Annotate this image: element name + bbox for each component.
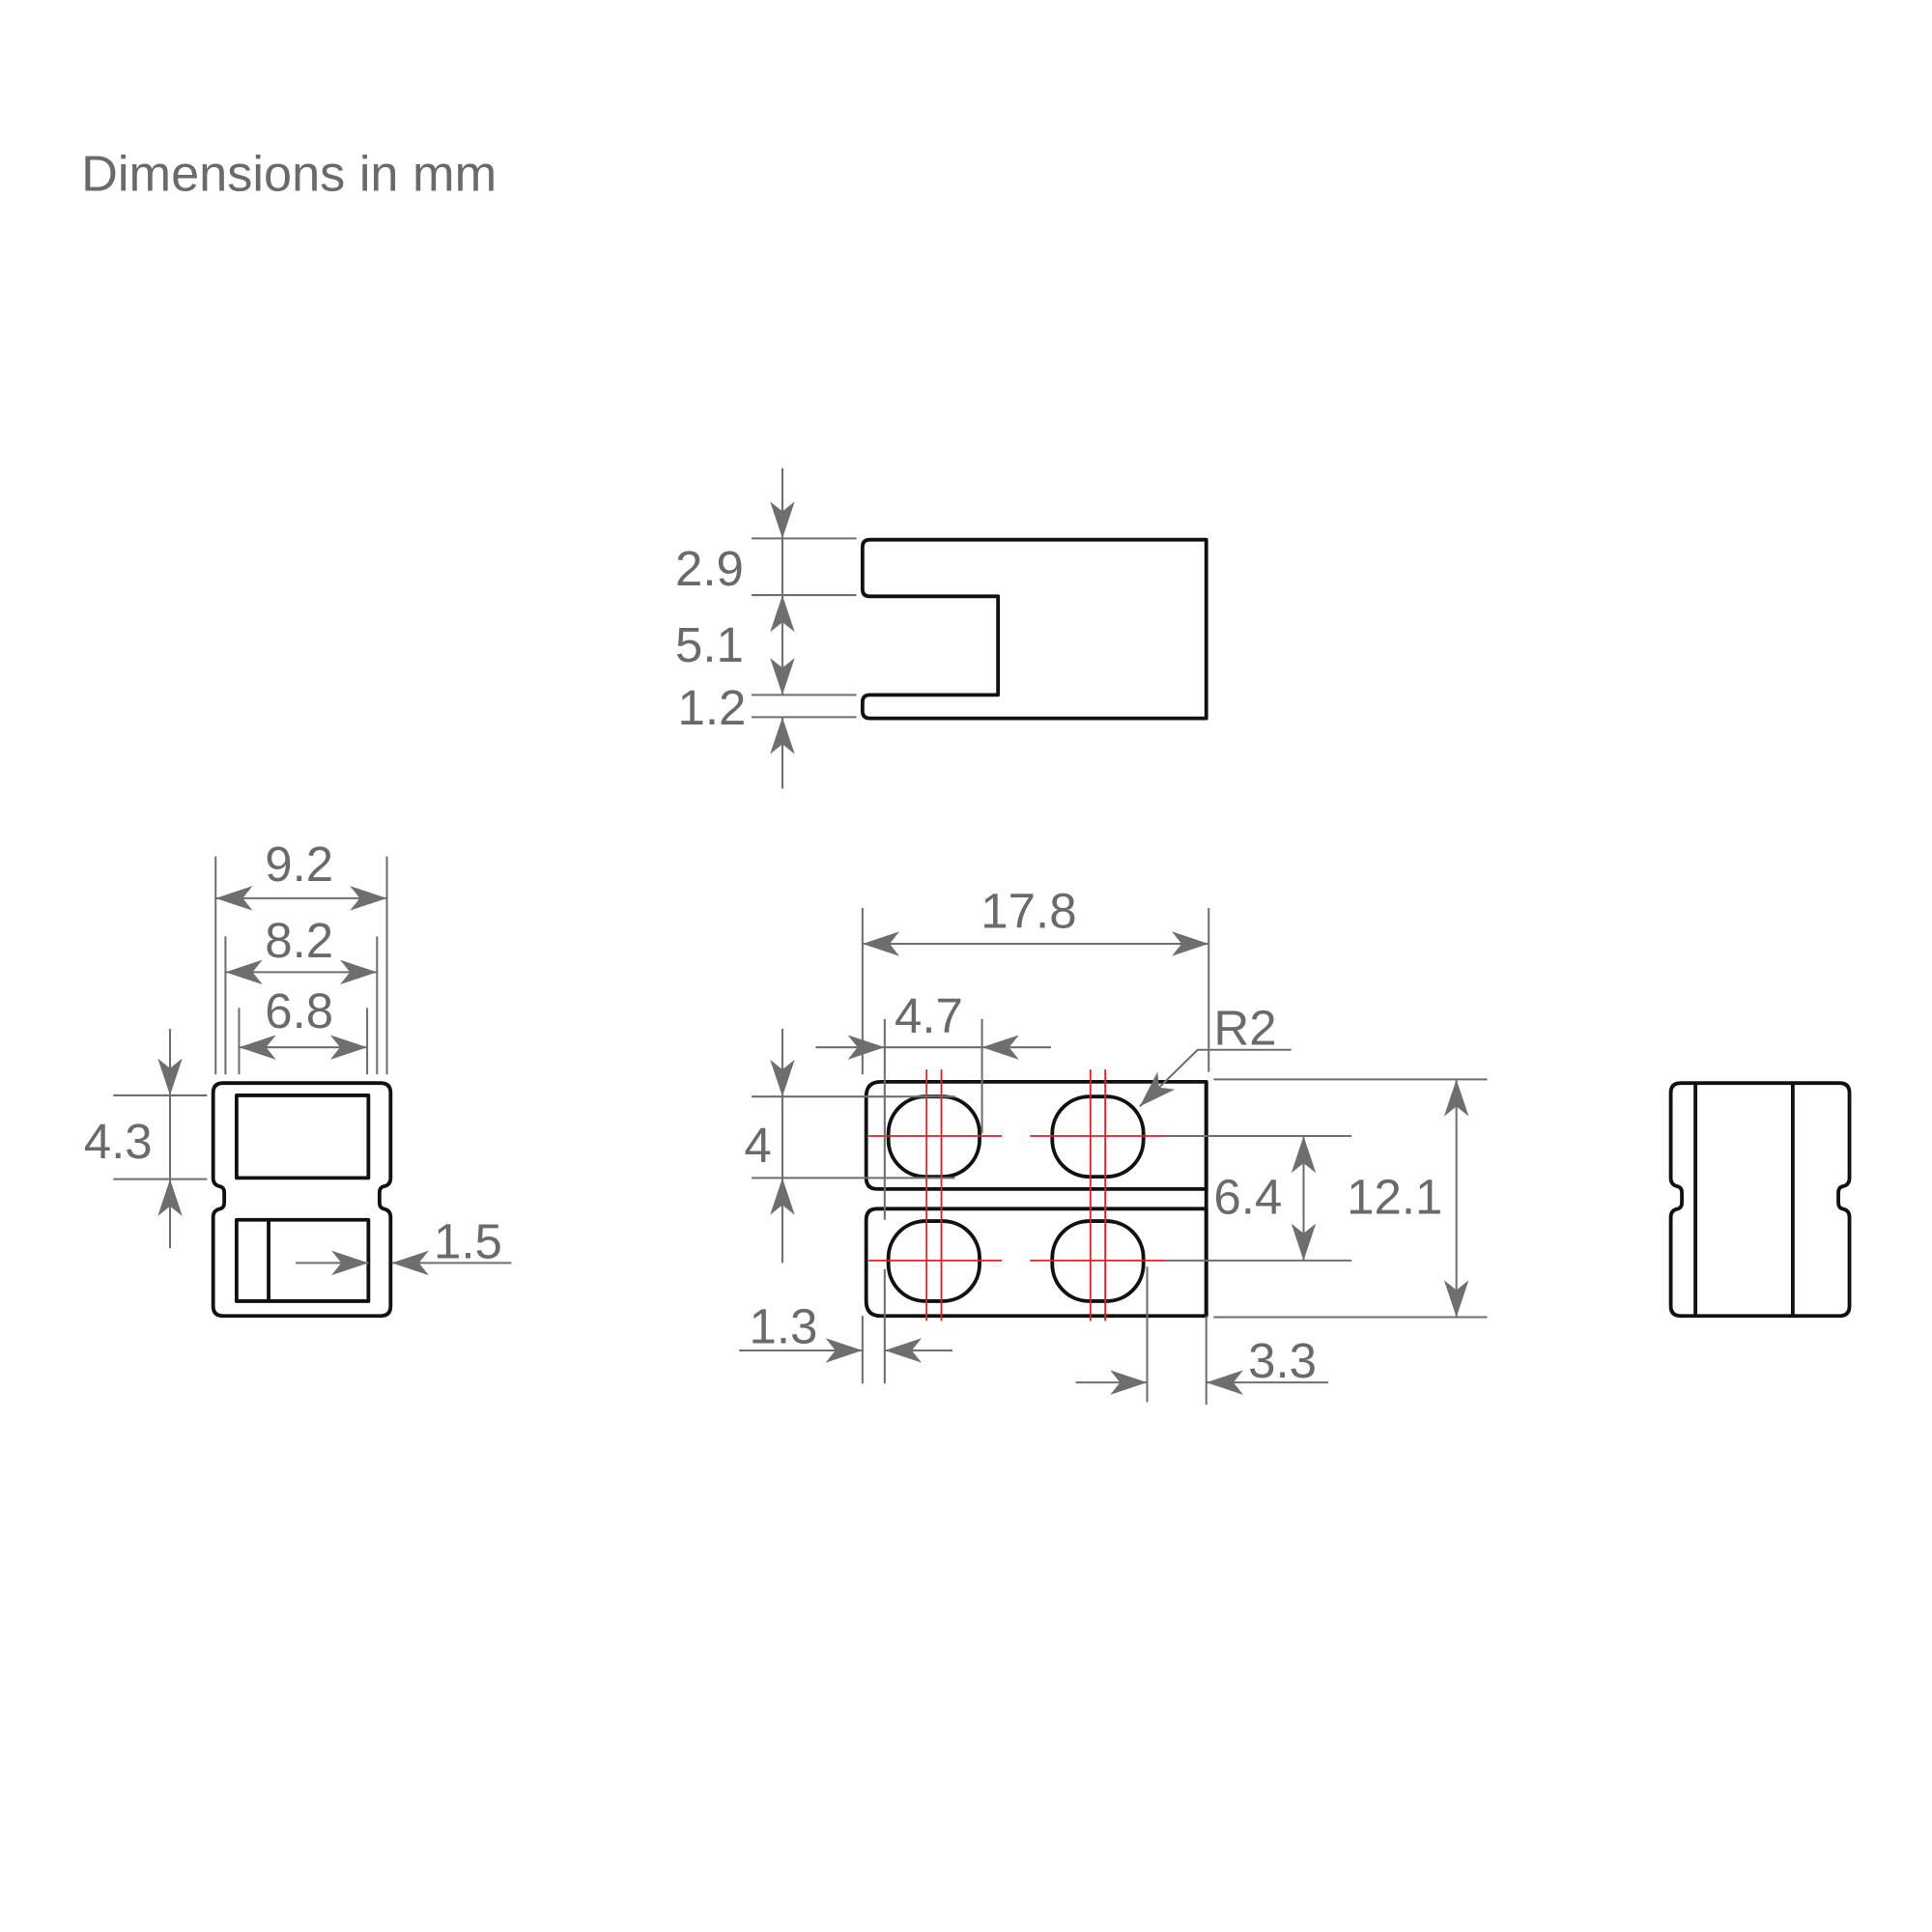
dim-label-4: 4 xyxy=(744,1118,771,1173)
dim-label-6-4: 6.4 xyxy=(1213,1169,1282,1224)
dim-label-1-2: 1.2 xyxy=(678,680,747,735)
dim-label-r2: R2 xyxy=(1213,1001,1276,1056)
left-view-outline xyxy=(211,1081,393,1319)
left-view: 9.2 8.2 6.8 4.3 1.5 xyxy=(84,837,512,1319)
page-title: Dimensions in mm xyxy=(81,147,497,203)
dim-label-12-1: 12.1 xyxy=(1347,1169,1442,1224)
right-view xyxy=(1668,1081,1852,1319)
dim-label-6-8: 6.8 xyxy=(265,983,333,1038)
hole-centerlines xyxy=(868,1069,1166,1321)
front-view: 17.8 4.7 R2 4 6.4 12.1 1.3 3.3 xyxy=(739,883,1488,1406)
dim-label-1-3: 1.3 xyxy=(750,1298,818,1353)
dim-label-1-5: 1.5 xyxy=(434,1213,502,1268)
upper-window xyxy=(234,1094,371,1180)
right-view-outline xyxy=(1668,1081,1852,1319)
front-view-lower-block xyxy=(864,1207,1208,1319)
top-view-outline xyxy=(860,537,1208,721)
dim-label-4-3: 4.3 xyxy=(84,1114,153,1169)
dim-label-3-3: 3.3 xyxy=(1248,1333,1317,1388)
dim-label-5-1: 5.1 xyxy=(675,617,744,672)
dim-label-9-2: 9.2 xyxy=(265,837,333,892)
dim-label-17-8: 17.8 xyxy=(980,883,1076,938)
left-view-dimension-lines xyxy=(113,856,512,1276)
dim-label-4-7: 4.7 xyxy=(895,988,963,1043)
dim-label-2-9: 2.9 xyxy=(675,541,744,596)
front-view-dimension-lines xyxy=(739,908,1488,1406)
top-view-dimension-lines xyxy=(752,468,857,789)
lower-window xyxy=(234,1217,371,1303)
top-view: 2.9 5.1 1.2 xyxy=(675,468,1208,789)
dim-label-8-2: 8.2 xyxy=(265,913,333,968)
